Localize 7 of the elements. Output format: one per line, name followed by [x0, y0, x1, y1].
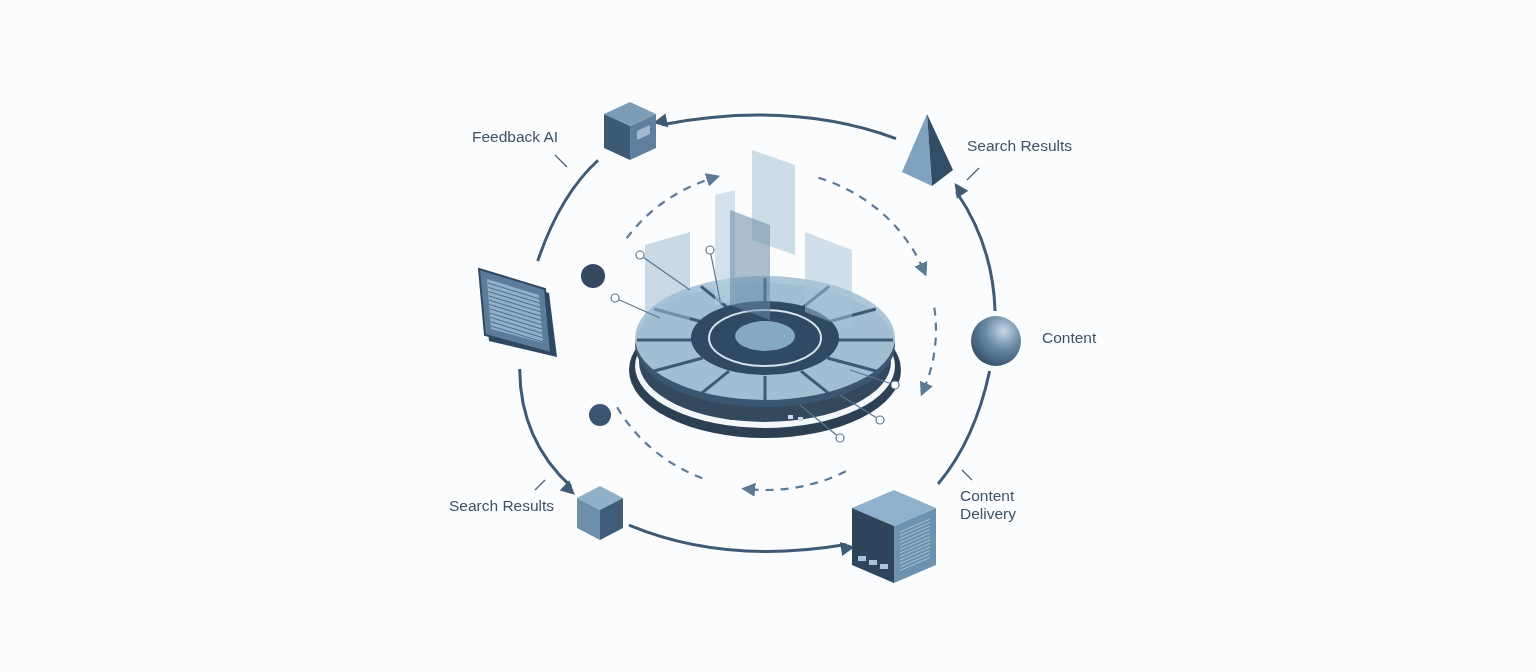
node-label: Content: [1042, 329, 1097, 347]
arrow: [954, 183, 997, 312]
arrow: [518, 368, 575, 495]
node-label: Content Delivery: [960, 487, 1017, 523]
node-label: Search Results: [967, 137, 1073, 155]
node-label: Search Results: [449, 497, 555, 515]
node-label: Feedback AI: [472, 128, 559, 146]
